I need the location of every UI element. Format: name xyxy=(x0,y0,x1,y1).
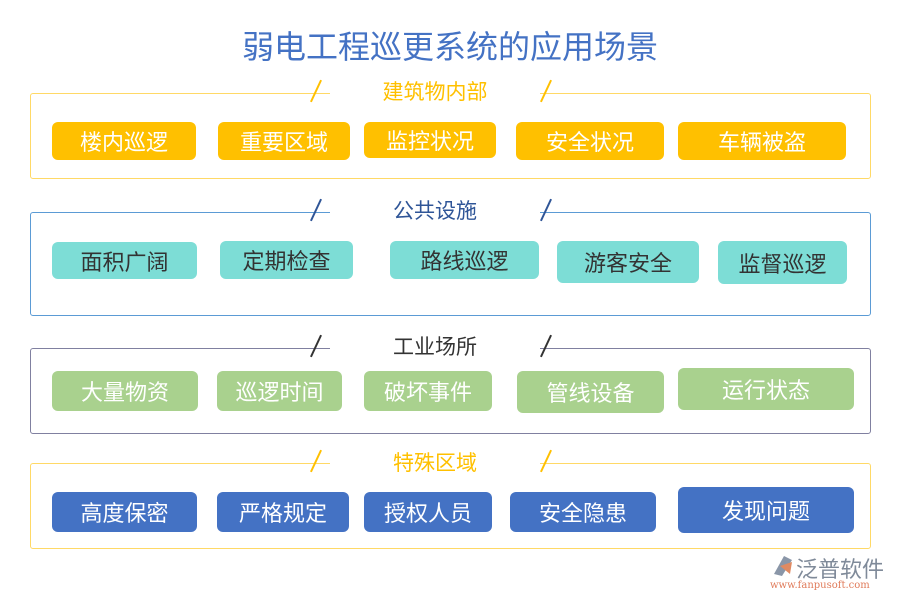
scenario-item: 车辆被盗 xyxy=(678,122,846,160)
scenario-item: 楼内巡逻 xyxy=(52,122,196,160)
section-title: 公共设施 xyxy=(330,195,540,225)
scenario-item: 授权人员 xyxy=(364,492,492,532)
logo: 泛普软件 www.fanpusoft.com xyxy=(770,552,884,591)
scenario-item: 游客安全 xyxy=(557,241,699,283)
scenario-item: 破坏事件 xyxy=(364,371,492,411)
logo-icon xyxy=(774,556,792,576)
page-title: 弱电工程巡更系统的应用场景 xyxy=(241,28,658,66)
scenario-item: 巡逻时间 xyxy=(217,371,342,411)
section-title: 特殊区域 xyxy=(330,447,540,477)
scenario-item: 路线巡逻 xyxy=(390,241,539,279)
scenario-item: 定期检查 xyxy=(220,241,353,279)
scenario-item: 面积广阔 xyxy=(52,242,197,279)
scenario-item: 严格规定 xyxy=(217,492,349,532)
logo-name: 泛普软件 xyxy=(796,558,885,583)
scenario-item: 监督巡逻 xyxy=(718,241,847,284)
scenario-item: 监控状况 xyxy=(364,122,496,158)
scenario-item: 安全隐患 xyxy=(510,492,656,532)
section-title: 建筑物内部 xyxy=(330,76,540,106)
scenario-item: 发现问题 xyxy=(678,487,854,533)
scenario-item: 大量物资 xyxy=(52,371,198,411)
scenario-item: 运行状态 xyxy=(678,368,854,410)
scenario-item: 高度保密 xyxy=(52,492,197,532)
scenario-item: 管线设备 xyxy=(517,371,664,413)
logo-url: www.fanpusoft.com xyxy=(770,580,870,591)
scenario-item: 安全状况 xyxy=(516,122,664,160)
section-title: 工业场所 xyxy=(330,331,540,361)
scenario-item: 重要区域 xyxy=(218,122,350,160)
